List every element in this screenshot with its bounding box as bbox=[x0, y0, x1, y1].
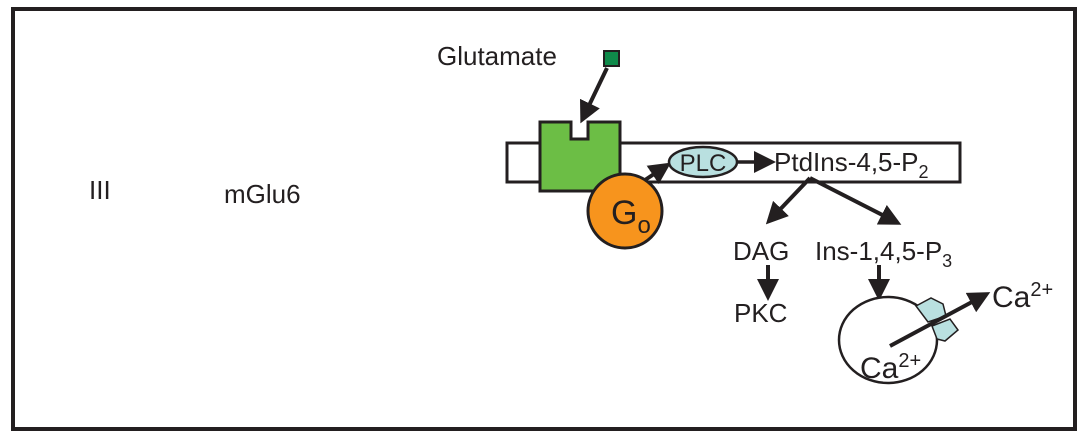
substrate-label-base: PtdIns-4,5-P bbox=[774, 147, 919, 177]
calcium-release-arrow bbox=[889, 292, 991, 348]
substrate-to-ip3-arrow bbox=[809, 176, 902, 225]
plc-label: PLC bbox=[680, 150, 727, 177]
pkc-label: PKC bbox=[734, 298, 787, 328]
ip3-receptor-channel-upper bbox=[914, 297, 947, 323]
ip3-label-sub: 3 bbox=[942, 251, 952, 271]
ligand-label: Glutamate bbox=[437, 41, 557, 71]
dag-label: DAG bbox=[733, 236, 789, 266]
store-calcium-base: Ca bbox=[860, 352, 899, 385]
ip3-label: Ins-1,4,5-P3 bbox=[815, 236, 952, 271]
calcium-store-organelle bbox=[837, 295, 939, 385]
ligand-binding-arrow bbox=[580, 67, 609, 124]
ip3-label-base: Ins-1,4,5-P bbox=[815, 236, 942, 266]
released-calcium-base: Ca bbox=[992, 281, 1031, 314]
g-protein-circle bbox=[586, 172, 664, 250]
ip3-receptor-channel-lower bbox=[931, 318, 960, 342]
substrate-to-dag-arrow bbox=[765, 176, 812, 225]
substrate-label: PtdIns-4,5-P2 bbox=[774, 147, 929, 182]
released-calcium-sup: 2+ bbox=[1030, 279, 1053, 301]
released-calcium-label: Ca2+ bbox=[992, 279, 1053, 314]
store-calcium-sup: 2+ bbox=[898, 350, 921, 372]
gprotein-to-plc-arrow bbox=[643, 162, 671, 185]
receptor-group-label: III bbox=[89, 175, 111, 205]
store-calcium-label: Ca2+ bbox=[860, 350, 921, 385]
g-protein-label-base: G bbox=[611, 194, 637, 232]
receptor-subtype-label: mGlu6 bbox=[224, 179, 301, 209]
ligand-square-icon bbox=[603, 50, 620, 67]
g-protein-label: Go bbox=[611, 194, 651, 239]
g-protein-label-sub: o bbox=[637, 212, 650, 239]
substrate-label-sub: 2 bbox=[919, 162, 929, 182]
